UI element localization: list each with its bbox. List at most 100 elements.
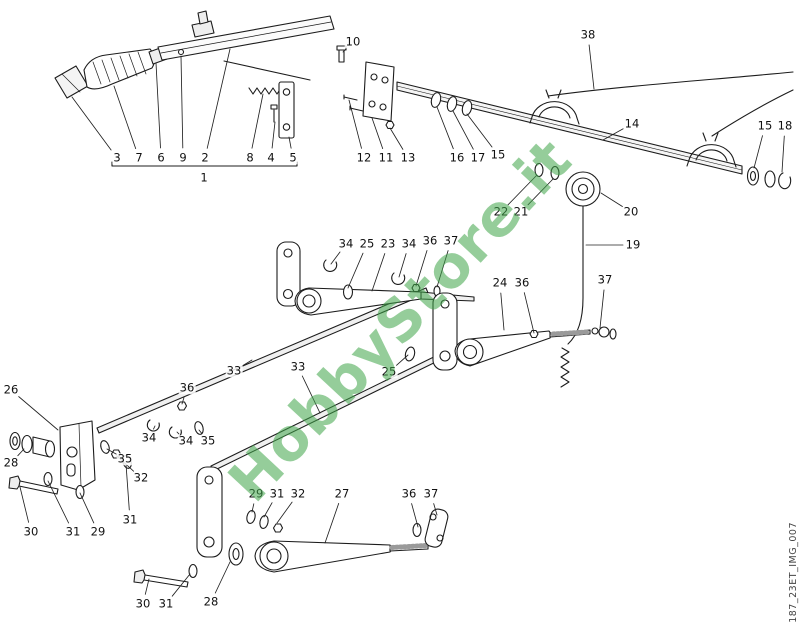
part-callout-1: 1 — [199, 170, 209, 185]
washer-35b — [194, 421, 204, 435]
linkage-rod-33a — [96, 287, 429, 434]
washer-25 — [342, 284, 354, 300]
part-callout-7: 7 — [134, 150, 144, 165]
lower-lever-assembly — [133, 466, 449, 588]
part-callout-37: 37 — [422, 486, 440, 501]
c-clip-34c — [146, 419, 160, 432]
bushing-18 — [764, 170, 776, 188]
part-callout-37: 37 — [442, 233, 460, 248]
washer-22 — [534, 162, 544, 178]
part-callout-36: 36 — [513, 275, 531, 290]
control-rod — [223, 60, 311, 81]
part-callout-18: 18 — [776, 118, 794, 133]
bushing-28b — [228, 542, 244, 566]
washer-35 — [100, 440, 110, 454]
part-callout-28: 28 — [2, 455, 20, 470]
part-callout-28: 28 — [202, 594, 220, 609]
part-callout-31: 31 — [64, 524, 82, 539]
figure-id-label: 187_23ET_IMG_007 — [788, 522, 799, 623]
washer-21 — [550, 165, 560, 181]
part-callout-4: 4 — [266, 150, 276, 165]
bolt-shaft-30 — [18, 480, 59, 495]
cable-38 — [547, 71, 794, 97]
pivot-plate-lower — [196, 466, 223, 558]
bar-bolt — [177, 48, 185, 56]
part-callout-35: 35 — [116, 451, 134, 466]
part-callout-10: 10 — [344, 34, 362, 49]
part-callout-31: 31 — [268, 486, 286, 501]
spring-36 — [560, 347, 570, 388]
upper-lever-assembly — [276, 241, 475, 316]
part-callout-19: 19 — [624, 237, 642, 252]
washer-15-right — [746, 166, 760, 186]
bracket-26 — [59, 420, 96, 491]
part-callout-8: 8 — [245, 150, 255, 165]
handle-bar — [157, 15, 335, 61]
washer-31b — [43, 471, 53, 487]
part-callout-16: 16 — [448, 150, 466, 165]
handle-end-cap — [54, 65, 89, 99]
group-1-bracket-line — [111, 161, 298, 167]
cable-19 — [567, 205, 584, 345]
part-callout-31: 31 — [121, 512, 139, 527]
part-callout-27: 27 — [333, 486, 351, 501]
part-callout-23: 23 — [379, 236, 397, 251]
part-callout-34: 34 — [140, 430, 158, 445]
part-callout-36: 36 — [178, 380, 196, 395]
nut-36c — [176, 401, 188, 411]
clip-18 — [778, 172, 792, 190]
screw-12 — [343, 96, 358, 101]
pulley-20 — [565, 171, 601, 207]
handle-assembly — [54, 10, 347, 139]
part-callout-15: 15 — [756, 118, 774, 133]
part-callout-29: 29 — [89, 524, 107, 539]
clamp-knob — [197, 10, 209, 25]
part-callout-34: 34 — [337, 236, 355, 251]
part-callout-37: 37 — [596, 272, 614, 287]
left-bracket-assembly — [8, 401, 204, 500]
bolt-shaft-30b — [143, 574, 189, 588]
cross-shaft-assembly — [396, 71, 794, 345]
part-callout-32: 32 — [132, 470, 150, 485]
screw-12b — [349, 107, 364, 112]
ball-joint-37 — [598, 326, 610, 338]
part-callout-38: 38 — [579, 27, 597, 42]
washer-31c — [259, 515, 269, 529]
bracket-5 — [278, 81, 295, 139]
washer-15 — [461, 100, 473, 116]
nut-36 — [411, 283, 421, 293]
part-callout-22: 22 — [492, 204, 510, 219]
part-callout-36: 36 — [421, 233, 439, 248]
part-callout-35: 35 — [199, 433, 217, 448]
pivot-plate — [276, 241, 301, 307]
part-callout-25: 25 — [380, 364, 398, 379]
part-callout-12: 12 — [355, 150, 373, 165]
right-lever-assembly — [404, 292, 617, 388]
washer-25b — [404, 346, 416, 362]
nut-13 — [385, 120, 395, 130]
linkage-rods — [96, 287, 449, 472]
part-callout-21: 21 — [512, 204, 530, 219]
bushing-28 — [9, 431, 21, 451]
part-callout-32: 32 — [289, 486, 307, 501]
washer-29 — [75, 484, 85, 500]
c-clip-34 — [323, 259, 338, 272]
spring-clip-a — [531, 101, 578, 119]
nut-36b — [529, 329, 539, 339]
nut-32b — [272, 523, 284, 533]
part-callout-33: 33 — [225, 363, 243, 378]
part-callout-26: 26 — [2, 382, 20, 397]
part-callout-31: 31 — [157, 596, 175, 611]
part-callout-36: 36 — [400, 486, 418, 501]
washer-16 — [430, 92, 442, 108]
part-callout-29: 29 — [247, 486, 265, 501]
part-callout-9: 9 — [178, 150, 188, 165]
pivot-plate-24 — [432, 292, 458, 371]
part-callout-3: 3 — [112, 150, 122, 165]
part-callout-14: 14 — [623, 116, 641, 131]
c-clip-34d — [168, 426, 182, 439]
part-callout-30: 30 — [134, 596, 152, 611]
mounting-plate-assembly — [343, 61, 395, 130]
